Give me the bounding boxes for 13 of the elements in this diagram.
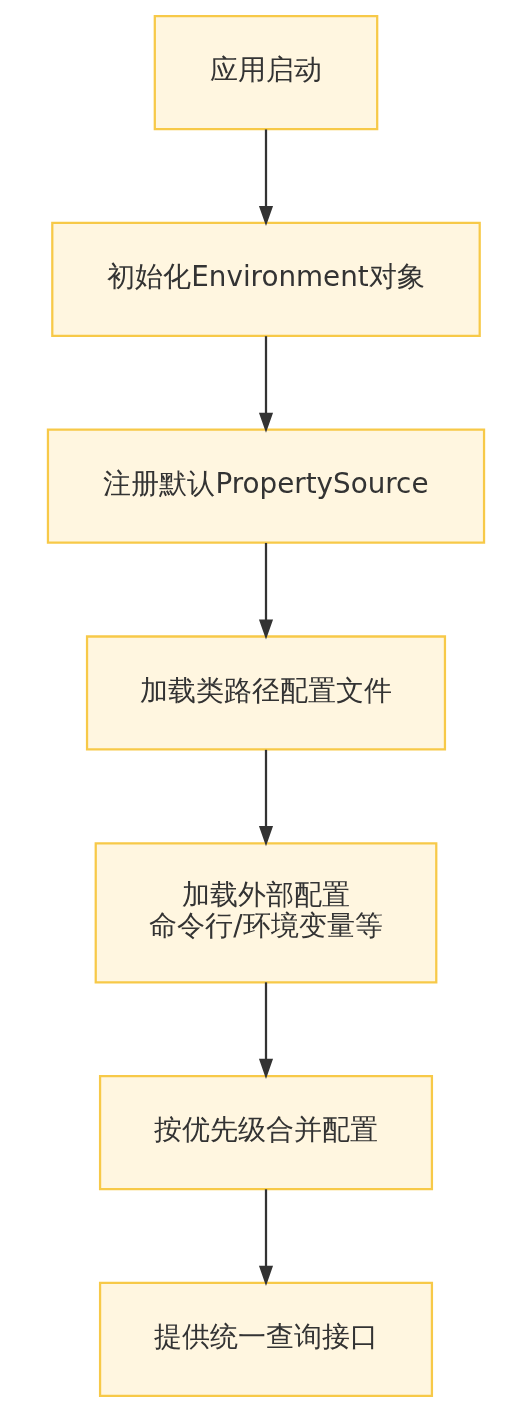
arrow bbox=[258, 542, 274, 640]
node-box: 按优先级合并配置 bbox=[98, 1074, 434, 1191]
node-box: 加载类路径配置文件 bbox=[85, 635, 447, 751]
arrow bbox=[258, 749, 274, 847]
arrow bbox=[258, 1189, 274, 1286]
arrow bbox=[258, 336, 274, 433]
node-box: 初始化Environment对象 bbox=[51, 221, 481, 338]
node-box: 加载外部配置 命令行/环境变量等 bbox=[94, 842, 438, 984]
node-box: 注册默认PropertySource bbox=[46, 428, 486, 544]
arrow bbox=[258, 129, 274, 227]
node-box: 应用启动 bbox=[153, 15, 379, 131]
node-box: 提供统一查询接口 bbox=[98, 1281, 434, 1397]
arrow bbox=[258, 982, 274, 1079]
